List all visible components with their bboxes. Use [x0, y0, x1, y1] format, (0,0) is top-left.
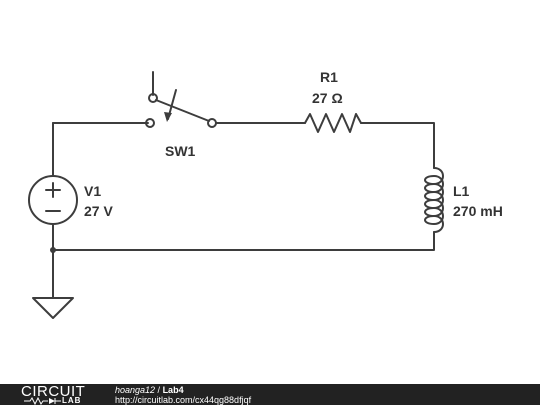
footer-url-link[interactable]: http://circuitlab.com/cx44qg88dfjqf: [115, 395, 252, 405]
inductor-value-label: 270 mH: [453, 203, 503, 219]
inductor-ref-label: L1: [453, 183, 470, 199]
footer-breadcrumb: hoanga12 / Lab4: [115, 385, 184, 395]
circuit-schematic: SW1 R1 27 Ω V1 27 V L1 270 mH: [28, 69, 503, 319]
wire-resistor-to-right: [360, 122, 435, 169]
switch-sw1: [145, 71, 217, 128]
inductor-l1: [424, 167, 444, 233]
logo-circuit-text: CIRCUIT: [21, 383, 86, 400]
footer-user-link[interactable]: hoanga12: [115, 385, 156, 395]
footer-separator: /: [155, 385, 163, 395]
logo-lab-text: LAB: [62, 396, 82, 405]
resistor-ref-label: R1: [320, 69, 338, 85]
resistor-value-label: 27 Ω: [312, 90, 343, 106]
resistor-diode-logo-icon: [24, 397, 61, 405]
ground-symbol: [32, 297, 74, 319]
voltage-source-v1: [28, 175, 78, 225]
plus-sign: [45, 182, 61, 198]
source-ref-label: V1: [84, 183, 101, 199]
resistor-r1: [304, 113, 362, 133]
source-value-label: 27 V: [84, 203, 113, 219]
wire-inductor-to-bottom: [52, 231, 435, 251]
wire-junction: [50, 247, 56, 253]
footer-bar: CIRCUIT LAB hoanga12 / Lab4 http://circu…: [0, 384, 540, 405]
footer-project-name[interactable]: Lab4: [162, 385, 184, 395]
switch-ref-label: SW1: [165, 143, 196, 159]
